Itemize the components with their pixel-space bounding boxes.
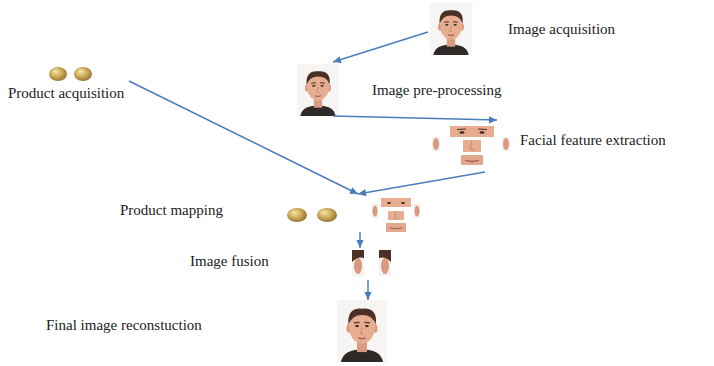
process-stage: Final image reconstuction <box>44 300 404 364</box>
flow-arrow <box>358 172 485 196</box>
stage-label: Image acquisition <box>508 20 615 38</box>
stage-label: Product mapping <box>120 201 223 219</box>
process-stage: Image fusion <box>188 248 398 280</box>
process-stage: Product mapping <box>118 194 423 232</box>
arrow-head <box>356 240 363 248</box>
arrow-head <box>364 292 371 300</box>
face-photo <box>297 64 339 116</box>
process-stage: Product acquisition <box>6 62 129 106</box>
flow-arrow <box>333 32 428 63</box>
arrow-head <box>349 187 358 194</box>
flow-arrow <box>333 116 497 123</box>
product-beads <box>287 208 337 222</box>
stage-label: Product acquisition <box>8 84 124 102</box>
flow-arrow <box>356 232 363 248</box>
flow-arrow <box>129 81 358 194</box>
face-photo <box>430 3 472 55</box>
flow-line <box>333 116 497 120</box>
stage-label: Image pre-processing <box>372 81 502 99</box>
facial-features <box>372 198 420 232</box>
stage-label: Facial feature extraction <box>520 131 666 149</box>
fused-ears <box>352 250 391 276</box>
facial-features <box>432 126 510 165</box>
arrow-head <box>489 116 497 123</box>
process-stage: Image pre-processing <box>293 62 523 116</box>
face-photo <box>337 300 387 362</box>
arrow-head <box>333 56 342 63</box>
stage-label: Final image reconstuction <box>46 316 202 334</box>
process-stage: Image acquisition <box>428 0 628 58</box>
flow-line <box>358 172 485 194</box>
flow-line <box>333 32 428 62</box>
flow-line <box>129 81 358 194</box>
stage-label: Image fusion <box>190 252 269 270</box>
arrow-head <box>358 189 366 196</box>
product-beads <box>49 67 92 81</box>
flow-arrow <box>364 280 371 300</box>
process-stage: Facial feature extraction <box>428 120 708 172</box>
